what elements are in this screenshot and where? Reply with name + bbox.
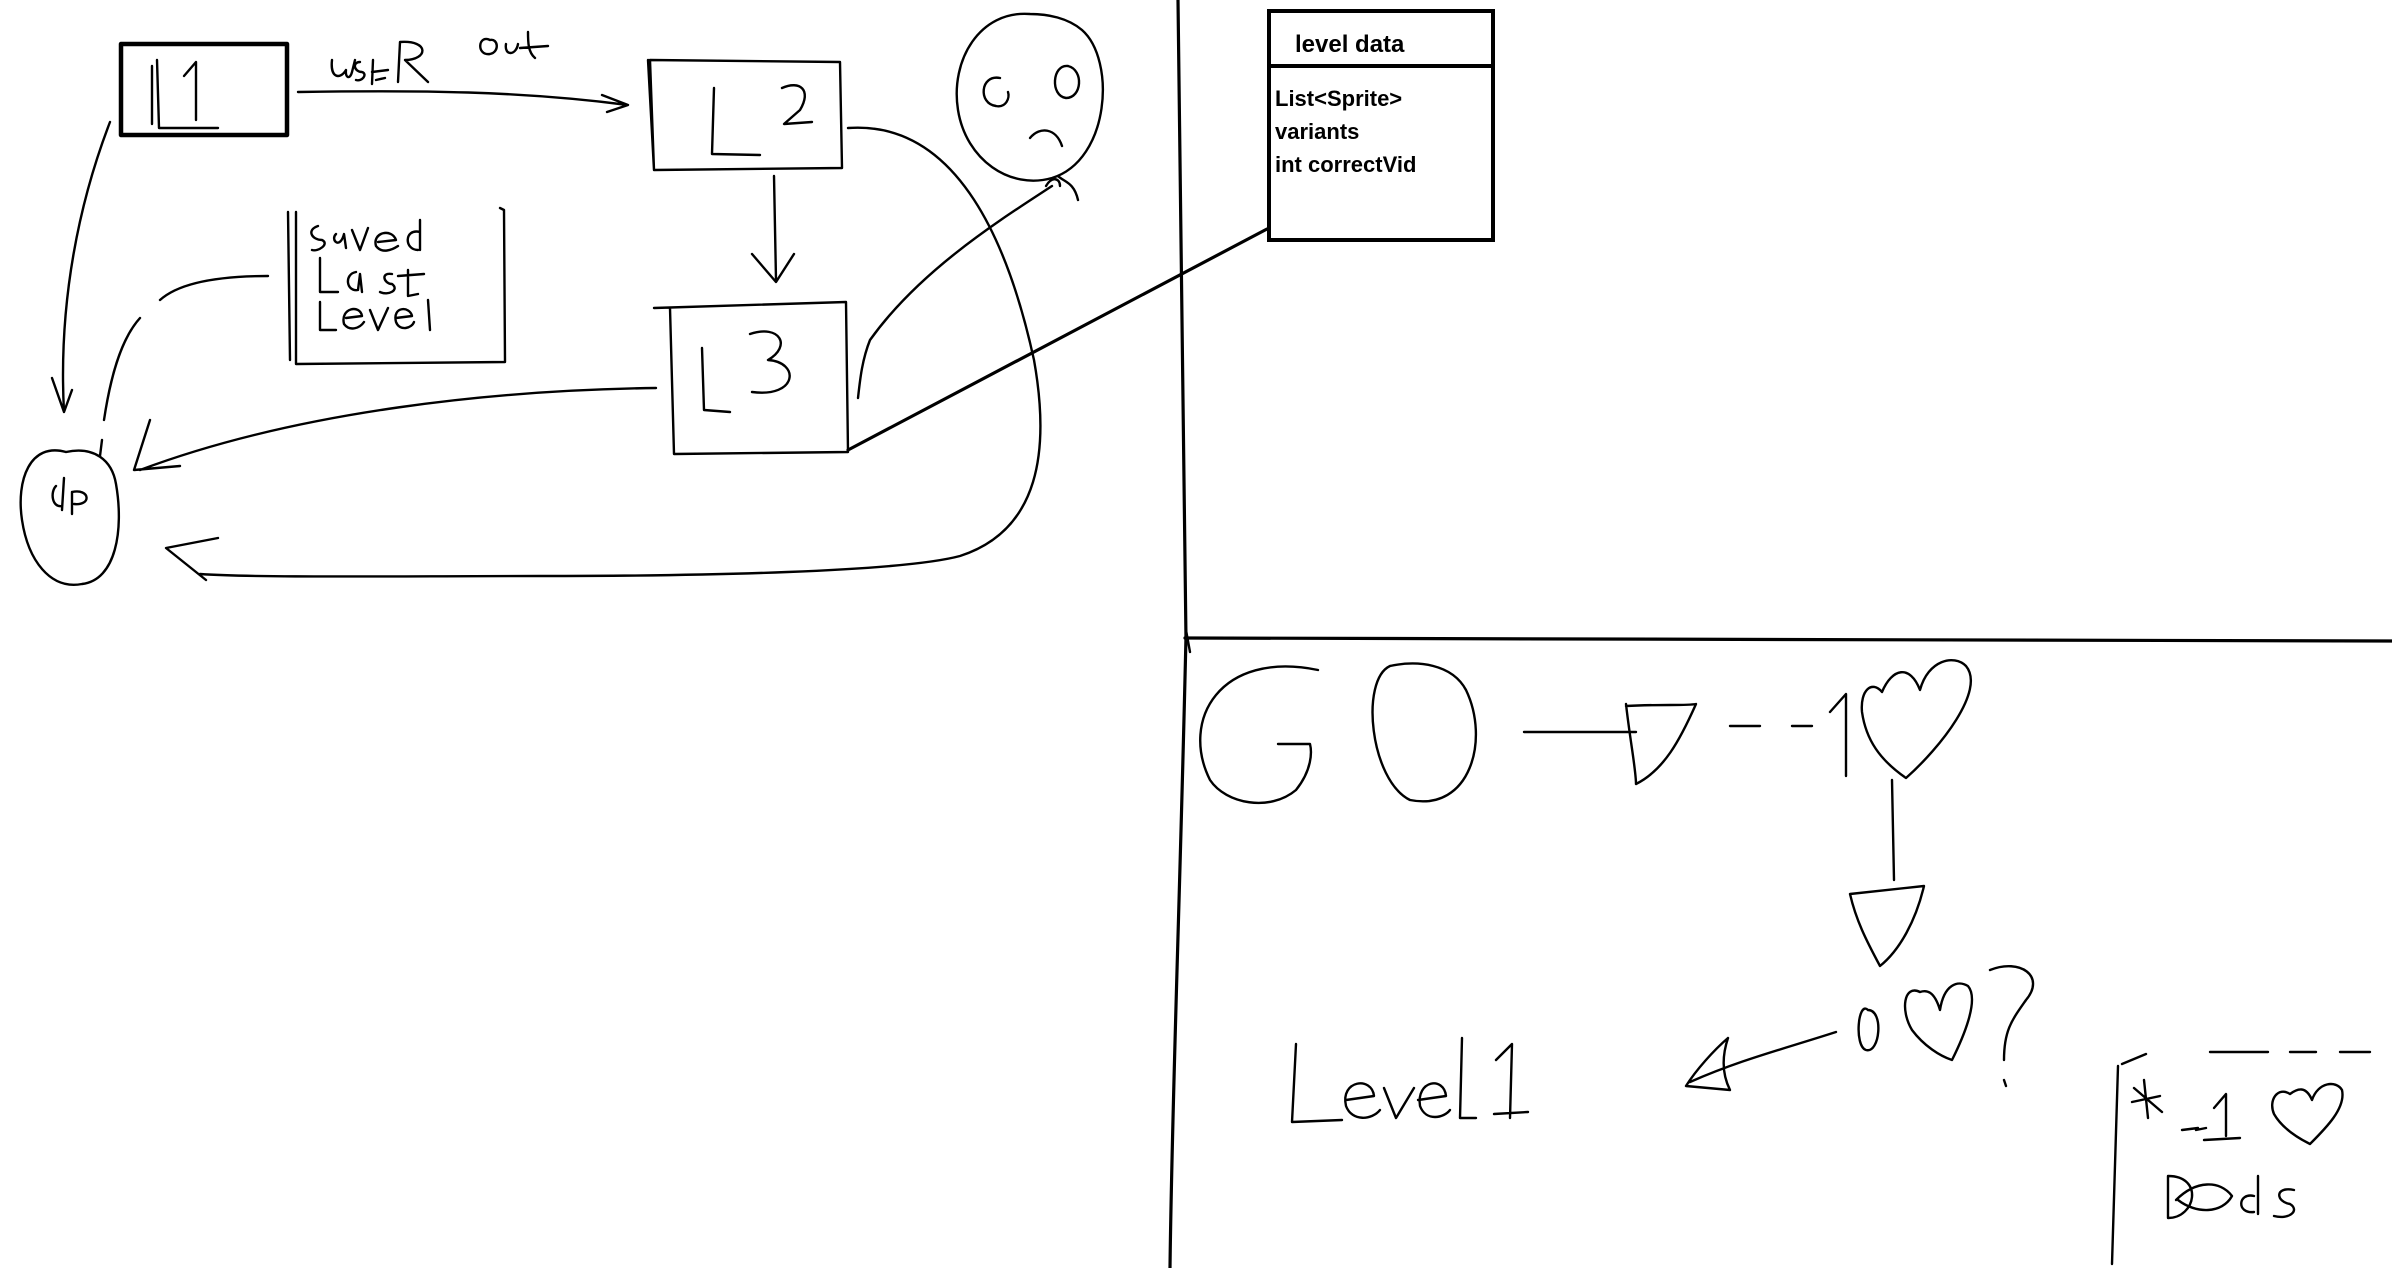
level-data-box: level data List<Sprite> variants int cor… [1267, 9, 1495, 242]
l3-to-data-line [846, 227, 1269, 452]
zero-hearts [1857, 982, 1974, 1062]
l3-to-home-arrow [132, 386, 658, 472]
vertical-divider [1168, 0, 1188, 1268]
go-big [1199, 662, 1478, 804]
play-shape [1624, 702, 1698, 786]
level3-box [652, 300, 850, 456]
home-circle [19, 449, 121, 586]
ten-hearts [1828, 659, 1973, 780]
field-correct-vid: int correctVid [1275, 152, 1417, 177]
face-to-l3-line [856, 184, 1054, 400]
hearts-down-arrow [1848, 778, 1926, 968]
ad-box [2110, 1050, 2372, 1266]
l1-to-home-arrow [50, 120, 112, 414]
level1-label [1290, 1036, 1530, 1124]
go-face [955, 12, 1105, 202]
saved-to-home-dashed [98, 274, 270, 458]
level-data-fields: List<Sprite> variants int correctVid [1271, 68, 1491, 181]
l2-to-l3-arrow [750, 174, 796, 284]
l2-loop-arrow [164, 126, 1042, 582]
level2-box [646, 58, 844, 172]
level1-box [118, 41, 290, 138]
question-mark [1988, 965, 2035, 1088]
divider-tick [1184, 628, 1192, 654]
level-data-title: level data [1271, 13, 1491, 68]
saved-note [286, 206, 507, 366]
user-out-arrow [296, 30, 630, 114]
field-list-sprite: List<Sprite> [1275, 86, 1403, 111]
horizontal-divider [1183, 636, 2392, 643]
to-level-arrow [1684, 1030, 1838, 1092]
field-variants: variants [1275, 119, 1360, 144]
